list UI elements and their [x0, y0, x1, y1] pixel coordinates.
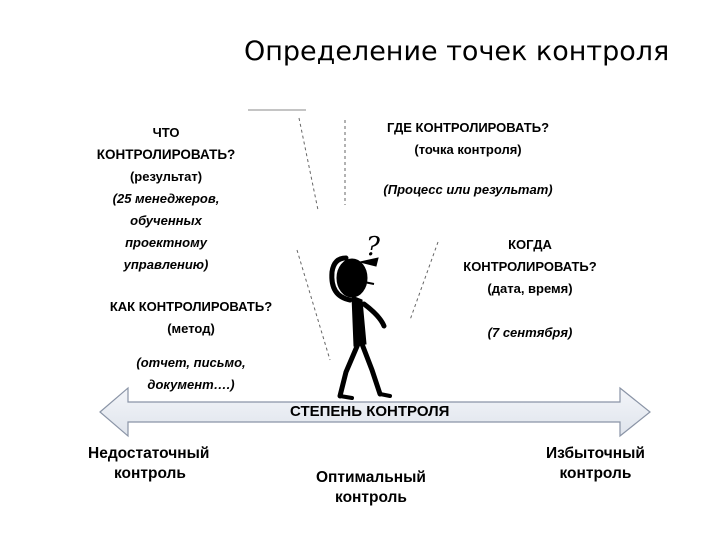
- where-to-control-block: ГДЕ КОНТРОЛИРОВАТЬ? (точка контроля) (Пр…: [368, 117, 568, 201]
- when-to-control-block: КОГДА КОНТРОЛИРОВАТЬ? (дата, время) (7 с…: [450, 234, 610, 344]
- what-italic2: обученных: [130, 213, 202, 228]
- axis-label: СТЕПЕНЬ КОНТРОЛЯ: [290, 403, 450, 420]
- insufficient-control-label: Недостаточный контроль: [88, 444, 209, 484]
- what-italic3: проектному: [125, 235, 207, 250]
- excessive-control-label: Избыточный контроль: [546, 444, 645, 484]
- where-italic1: (Процесс или результат): [383, 182, 553, 197]
- right-end-line2: контроль: [559, 465, 632, 482]
- how-line2: (метод): [167, 321, 215, 336]
- thinking-figure-icon: [329, 255, 392, 400]
- middle-line2: контроль: [335, 489, 407, 506]
- what-to-control-block: ЧТО КОНТРОЛИРОВАТЬ? (результат) (25 мене…: [82, 122, 250, 276]
- what-italic4: управлению): [123, 257, 209, 272]
- what-line3: (результат): [129, 169, 203, 184]
- how-line1: КАК КОНТРОЛИРОВАТЬ?: [109, 299, 273, 314]
- when-line1: КОГДА: [508, 237, 552, 252]
- control-degree-arrow: [99, 386, 651, 438]
- optimal-control-label: Оптимальный контроль: [316, 468, 426, 508]
- what-italic1: (25 менеджеров,: [112, 191, 220, 206]
- where-line1: ГДЕ КОНТРОЛИРОВАТЬ?: [386, 120, 550, 135]
- left-end-line1: Недостаточный: [88, 445, 210, 462]
- dashed-line-left-top: [298, 117, 319, 211]
- page-title: Определение точек контроля: [244, 36, 670, 67]
- left-end-line2: контроль: [114, 465, 186, 482]
- what-line1: ЧТО: [152, 125, 180, 140]
- middle-line1: Оптимальный: [316, 469, 426, 486]
- question-mark: ?: [366, 232, 380, 262]
- how-italic2: документ….): [147, 377, 235, 392]
- how-to-control-block: КАК КОНТРОЛИРОВАТЬ? (метод) (отчет, пись…: [96, 296, 286, 396]
- when-italic1: (7 сентября): [487, 325, 573, 340]
- when-line2: КОНТРОЛИРОВАТЬ?: [463, 259, 597, 274]
- how-italic1: (отчет, письмо,: [136, 355, 246, 370]
- dashed-line-right: [409, 241, 439, 321]
- right-end-line1: Избыточный: [546, 445, 645, 462]
- what-line2: КОНТРОЛИРОВАТЬ?: [96, 147, 236, 162]
- when-line3: (дата, время): [487, 281, 573, 296]
- dashed-line-left-bottom: [296, 249, 331, 361]
- where-line2: (точка контроля): [414, 142, 522, 157]
